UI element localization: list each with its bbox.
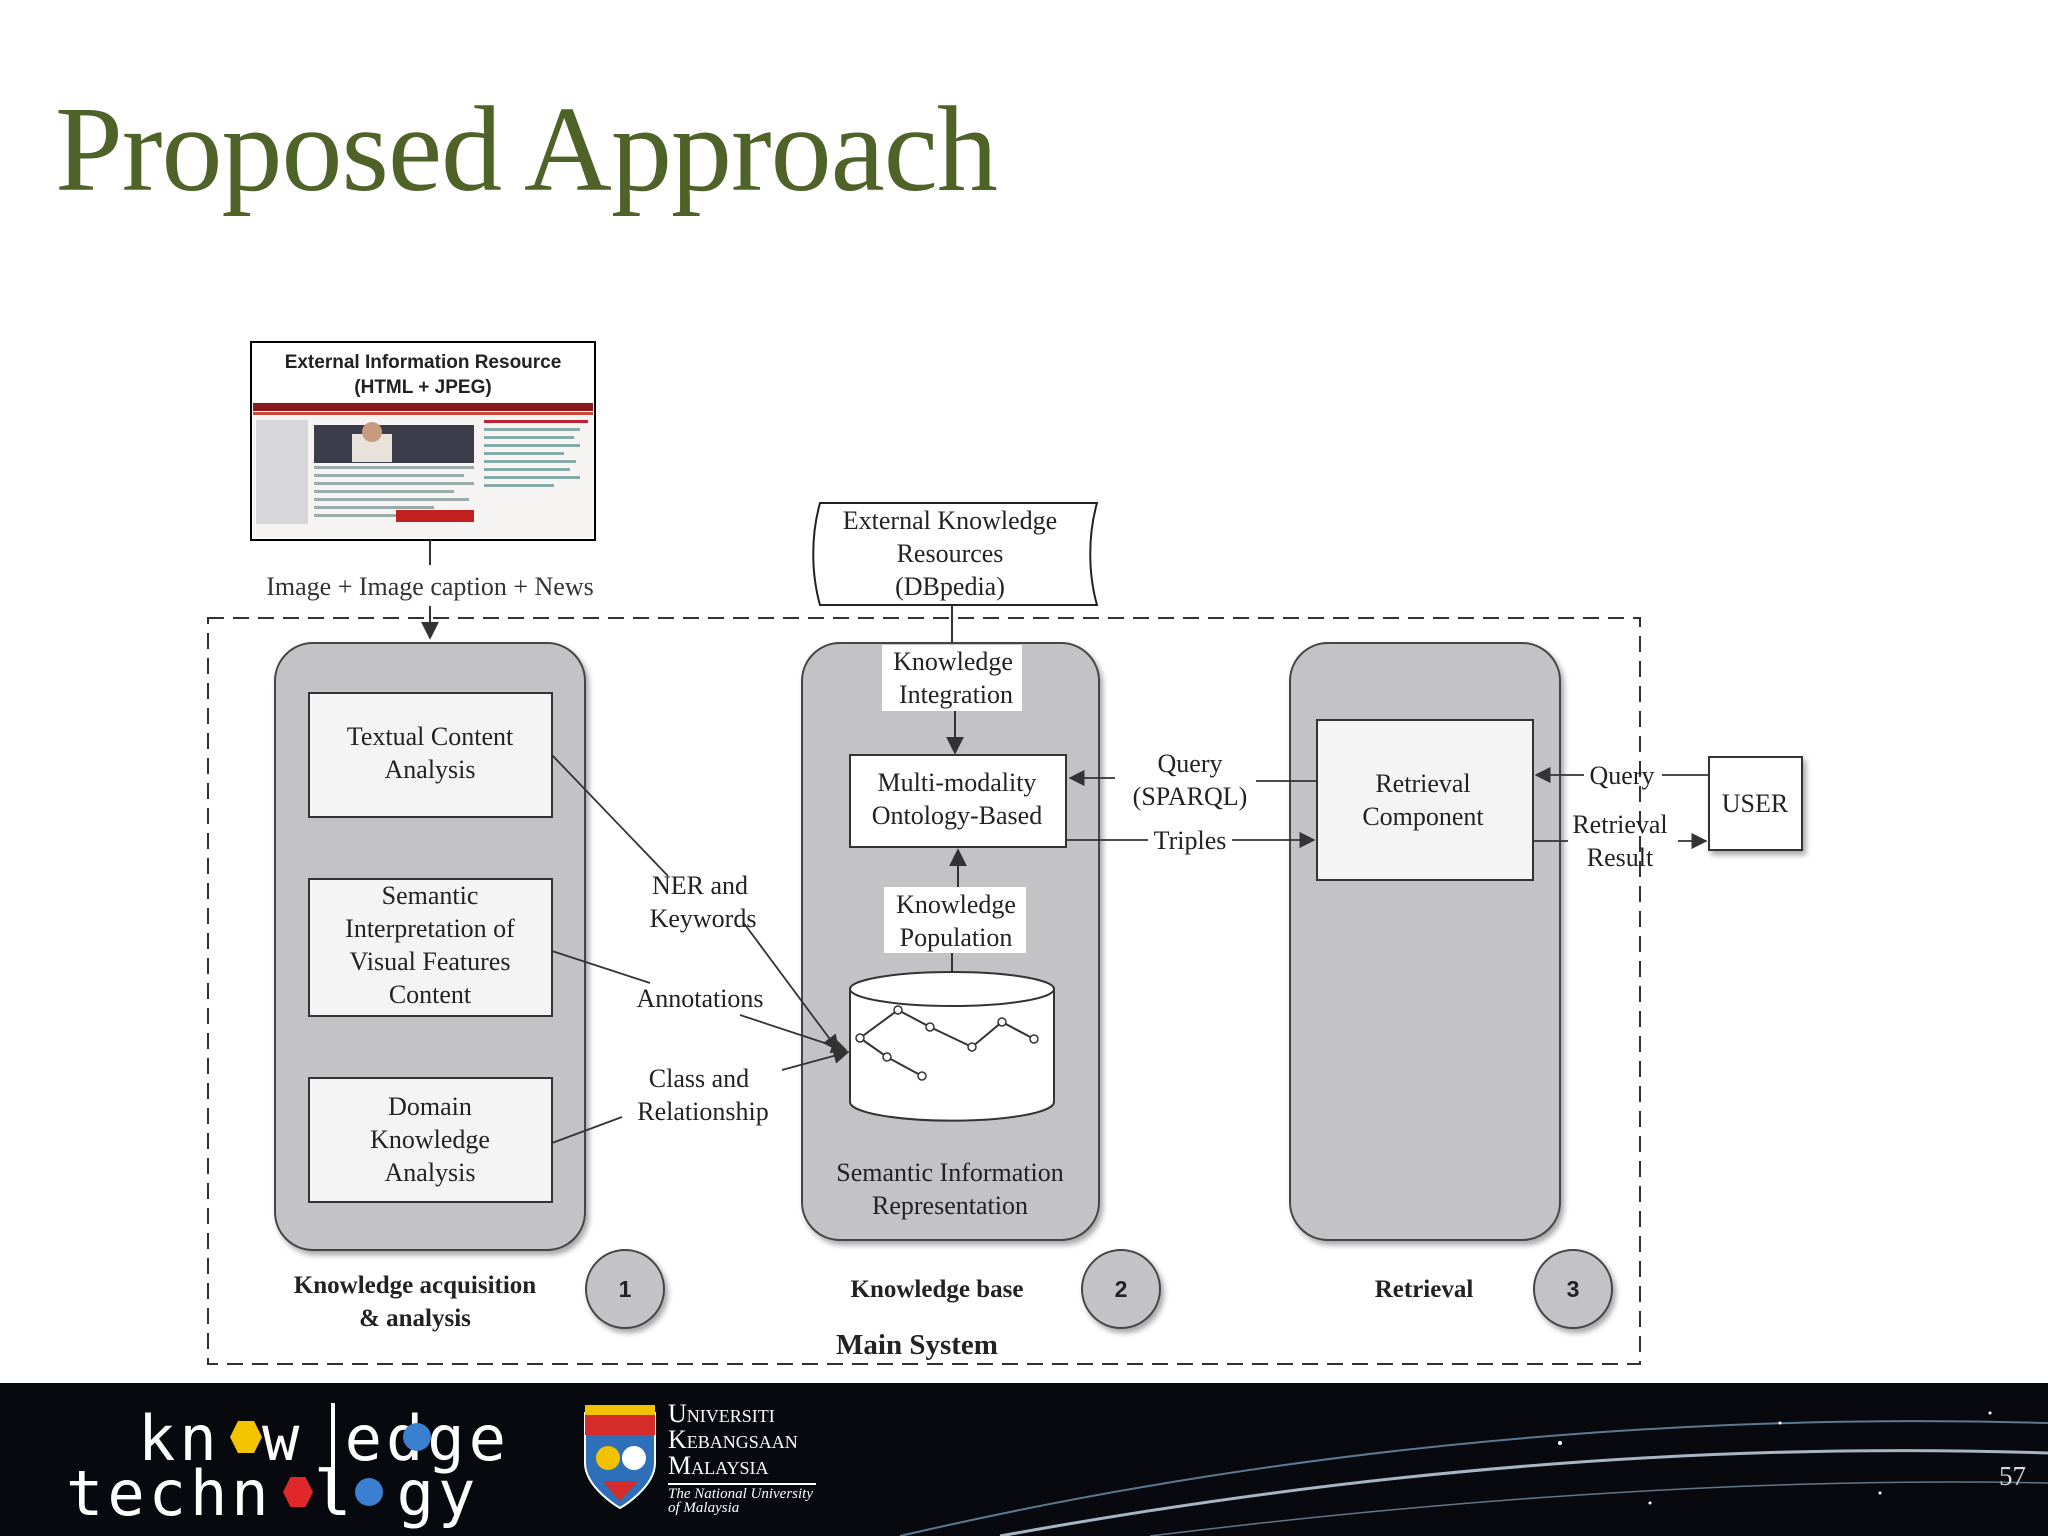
retrieval-component-box (1316, 719, 1534, 881)
ext-knowledge-line3: (DBpedia) (895, 572, 1005, 601)
semantic-info-line2: Representation (872, 1191, 1028, 1220)
ukm-rule (668, 1483, 816, 1485)
logo-line2: techn l gy (66, 1457, 480, 1530)
external-information-resource: External Information Resource (HTML + JP… (250, 341, 596, 541)
ext-knowledge-line1: External Knowledge (843, 506, 1057, 535)
user-box (1708, 756, 1803, 851)
ukm-tagline-line2: of Malaysia (668, 1500, 740, 1516)
domain-knowledge-line2: Knowledge (370, 1125, 490, 1154)
ext-knowledge-line2: Resources (897, 539, 1004, 568)
semantic-interpretation-box (308, 878, 553, 1017)
badge-1: 1 (585, 1249, 665, 1329)
logo-blue-ring-icon (355, 1478, 383, 1506)
retrieval-component-line1: Retrieval (1375, 769, 1470, 798)
knowledge-database-icon (849, 971, 1055, 1122)
logo-yellow-hexagon-icon (230, 1421, 262, 1453)
caption-module2: Knowledge base (851, 1276, 1024, 1303)
textual-content-analysis-box (308, 692, 553, 818)
domain-knowledge-line3: Analysis (385, 1158, 476, 1187)
badge-3-number: 3 (1567, 1276, 1580, 1302)
module1-connectors (551, 754, 850, 1144)
ner-keywords-line1: NER and (652, 871, 748, 900)
class-relationship-line1: Class and (649, 1064, 749, 1093)
retrieval-result-line2: Result (1587, 843, 1654, 872)
ukm-name-line3: Malaysia (668, 1451, 769, 1480)
knowledge-population-line1: Knowledge (896, 890, 1016, 919)
external-knowledge-resources: External Knowledge Resources (DBpedia) (812, 502, 1099, 606)
ontology-box (849, 754, 1067, 848)
flow-label-image-caption-news: Image + Image caption + News (266, 572, 594, 601)
ontology-line1: Multi-modality (878, 768, 1037, 797)
webpage-thumbnail (253, 402, 593, 538)
query-label: Query (1590, 761, 1655, 790)
domain-knowledge-box (308, 1077, 553, 1203)
textual-content-line2: Analysis (385, 755, 476, 784)
module-knowledge-base: Knowledge Integration Multi-modality Ont… (801, 605, 1100, 1241)
user-links (1533, 766, 1709, 850)
textual-content-line1: Textual Content (347, 722, 514, 751)
ukm-crest-icon (584, 1405, 656, 1510)
module-retrieval: Retrieval Component (1289, 642, 1561, 1241)
logo-red-hexagon-icon (283, 1477, 313, 1507)
page-number: 57 (1999, 1461, 2026, 1491)
module-knowledge-acquisition: Textual Content Analysis Semantic Interp… (274, 642, 586, 1251)
semantic-interp-line3: Visual Features (350, 947, 511, 976)
retrieval-result-line1: Retrieval (1572, 810, 1667, 839)
approach-diagram: External Information Resource (HTML + JP… (207, 341, 1803, 1365)
ukm-name-line2: Kebangsaan (668, 1425, 798, 1454)
main-system-border (207, 617, 1641, 1365)
badge-2-number: 2 (1115, 1276, 1128, 1302)
caption-module1-line2: & analysis (359, 1305, 471, 1332)
main-system-label: Main System (836, 1329, 998, 1361)
annotations-label: Annotations (636, 984, 763, 1013)
caption-module3: Retrieval (1375, 1276, 1474, 1303)
triples-label: Triples (1154, 826, 1227, 855)
user-label: USER (1722, 789, 1789, 818)
logo-line1: kn w edge (138, 1402, 510, 1475)
badge-2: 2 (1081, 1249, 1161, 1329)
semantic-interp-line4: Content (389, 980, 472, 1009)
footer-swoosh (899, 1411, 2048, 1536)
caption-module1-line1: Knowledge acquisition (294, 1272, 536, 1299)
logo-blue-dot-icon (403, 1423, 431, 1451)
knowledge-integration-line2: Integration (899, 680, 1013, 709)
semantic-interp-line1: Semantic (382, 881, 479, 910)
slide-title: Proposed Approach (55, 82, 998, 217)
ontology-line2: Ontology-Based (872, 801, 1042, 830)
footer-bar: kn w edge techn l gy Universiti Kebangsa… (0, 1383, 2048, 1536)
class-relationship-line2: Relationship (637, 1097, 768, 1126)
semantic-info-line1: Semantic Information (836, 1158, 1063, 1187)
domain-knowledge-line1: Domain (388, 1092, 472, 1121)
resource-title-2: (HTML + JPEG) (354, 377, 491, 398)
badge-3: 3 (1533, 1249, 1613, 1329)
ukm-tagline: The National University of Malaysia (668, 1486, 813, 1516)
badge-1-number: 1 (619, 1276, 632, 1302)
ukm-name-line1: Universiti (668, 1399, 775, 1428)
query-sparql-line1: Query (1158, 749, 1223, 778)
knowledge-integration-line1: Knowledge (893, 647, 1013, 676)
ukm-name: Universiti Kebangsaan Malaysia (668, 1401, 798, 1479)
knowledge-population-line2: Population (900, 923, 1013, 952)
ner-keywords-line2: Keywords (650, 904, 757, 933)
kb-retrieval-links (1066, 769, 1317, 849)
retrieval-component-line2: Component (1362, 802, 1484, 831)
resource-title-1: External Information Resource (285, 352, 562, 373)
semantic-interp-line2: Interpretation of (345, 914, 515, 943)
logo-divider (331, 1403, 335, 1513)
ukm-tagline-line1: The National University (668, 1486, 813, 1502)
query-sparql-line2: (SPARQL) (1133, 782, 1248, 811)
